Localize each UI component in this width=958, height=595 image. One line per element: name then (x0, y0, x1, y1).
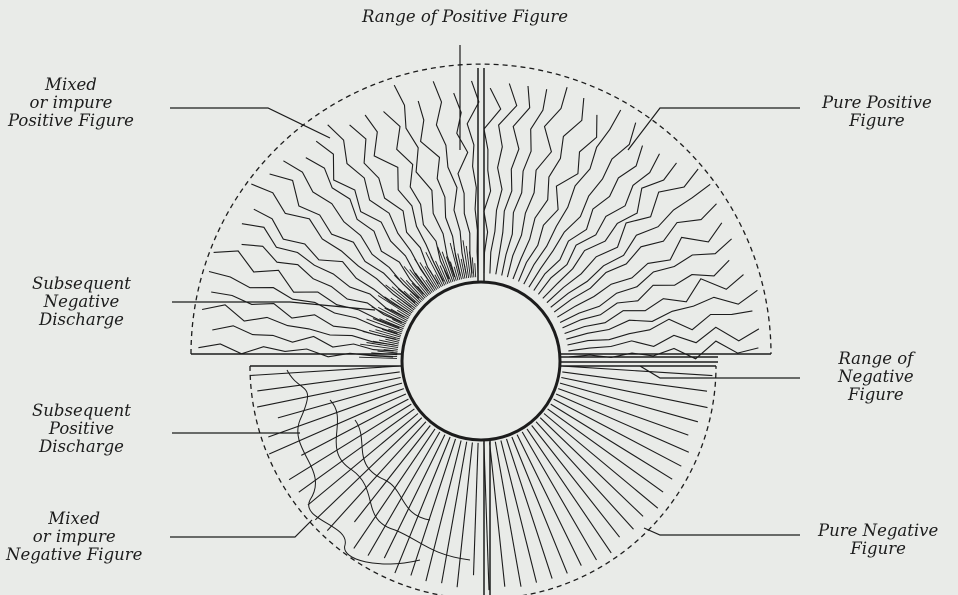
electrode-disc (402, 282, 560, 440)
label-line: Range of (838, 350, 914, 368)
hatch-stroke (472, 257, 474, 277)
label-line: Figure (838, 386, 914, 404)
positive-branch (529, 123, 636, 288)
label-line: Subsequent (32, 275, 131, 293)
label-line: Pure Positive (822, 94, 932, 112)
positive-branch (198, 344, 393, 357)
positive-branch (350, 125, 439, 284)
leader-line (644, 528, 800, 535)
label-range-negative-figure: Range of Negative Figure (838, 350, 914, 404)
negative-ray (495, 442, 521, 587)
label-line: Mixed (8, 76, 134, 94)
positive-branch (563, 260, 730, 328)
label-line: or impure (6, 528, 142, 546)
positive-branch (283, 161, 419, 299)
label-line: or impure (8, 94, 134, 112)
positive-branch (538, 154, 659, 294)
positive-branch (554, 204, 716, 312)
label-pure-negative-figure: Pure Negative Figure (818, 522, 938, 558)
label-line: Discharge (32, 311, 131, 329)
label-mixed-negative-figure: Mixed or impure Negative Figure (6, 510, 142, 564)
label-subsequent-negative-discharge: Subsequent Negative Discharge (32, 275, 131, 329)
label-line: Pure Negative (818, 522, 938, 540)
negative-ray (560, 383, 698, 422)
label-line: Negative (838, 368, 914, 386)
negative-ray (501, 441, 537, 583)
negative-ray (368, 432, 440, 556)
hatch-stroke (378, 351, 398, 353)
label-line: Negative (32, 293, 131, 311)
negative-ray (457, 443, 472, 588)
positive-branch (212, 326, 393, 351)
negative-ray (562, 372, 707, 391)
hatch-stroke (359, 357, 397, 358)
hatch-stroke (475, 263, 476, 277)
positive-branch (569, 341, 759, 359)
label-line: Mixed (6, 510, 142, 528)
negative-ray (556, 394, 689, 452)
positive-branch (524, 110, 621, 284)
negative-ray (257, 372, 399, 391)
negative-ray (250, 366, 399, 375)
hatch-stroke (454, 267, 458, 281)
positive-branch (547, 169, 698, 303)
label-line: Range of Positive Figure (362, 8, 568, 26)
positive-branch (242, 244, 402, 322)
negative-ray (301, 399, 408, 455)
label-line: Subsequent (32, 402, 131, 420)
label-line: Positive Figure (8, 112, 134, 130)
label-line: Positive (32, 420, 131, 438)
positive-branch (543, 163, 677, 299)
label-line: Discharge (32, 438, 131, 456)
positive-branch (557, 223, 722, 317)
positive-branch (496, 86, 530, 274)
negative-ray (563, 366, 713, 376)
positive-branch (202, 305, 394, 345)
hatch-stroke (380, 319, 404, 329)
leader-line (170, 520, 312, 537)
positive-branch (270, 174, 416, 303)
label-pure-positive-figure: Pure Positive Figure (822, 94, 932, 130)
positive-branch (502, 89, 547, 275)
negative-ray (551, 404, 673, 479)
hatch-stroke (461, 259, 465, 279)
positive-branch (467, 81, 479, 273)
negative-ray (257, 378, 401, 408)
positive-branch (519, 115, 597, 282)
positive-branch (433, 81, 466, 274)
positive-branch (211, 292, 396, 339)
positive-branch (365, 115, 443, 281)
negative-ray (522, 432, 596, 560)
positive-branch (490, 84, 517, 274)
positive-branch (568, 327, 759, 351)
label-mixed-positive-figure: Mixed or impure Positive Figure (8, 76, 134, 130)
positive-branch (394, 85, 454, 277)
label-line: Figure (818, 540, 938, 558)
label-range-positive-figure: Range of Positive Figure (362, 8, 568, 26)
negative-ray (395, 437, 450, 573)
positive-branch (565, 275, 744, 334)
negative-ray (354, 426, 430, 523)
positive-branch (384, 112, 450, 280)
hatch-stroke (397, 300, 413, 312)
label-subsequent-positive-discharge: Subsequent Positive Discharge (32, 402, 131, 456)
negative-ray (554, 399, 682, 466)
negative-ray (474, 443, 479, 575)
label-line: Figure (822, 112, 932, 130)
negative-ray (490, 443, 505, 587)
leader-line (628, 108, 800, 150)
label-line: Negative Figure (6, 546, 142, 564)
negative-ray (442, 442, 467, 584)
negative-ray (512, 437, 567, 573)
positive-branch (507, 87, 567, 277)
leader-line (170, 108, 330, 138)
